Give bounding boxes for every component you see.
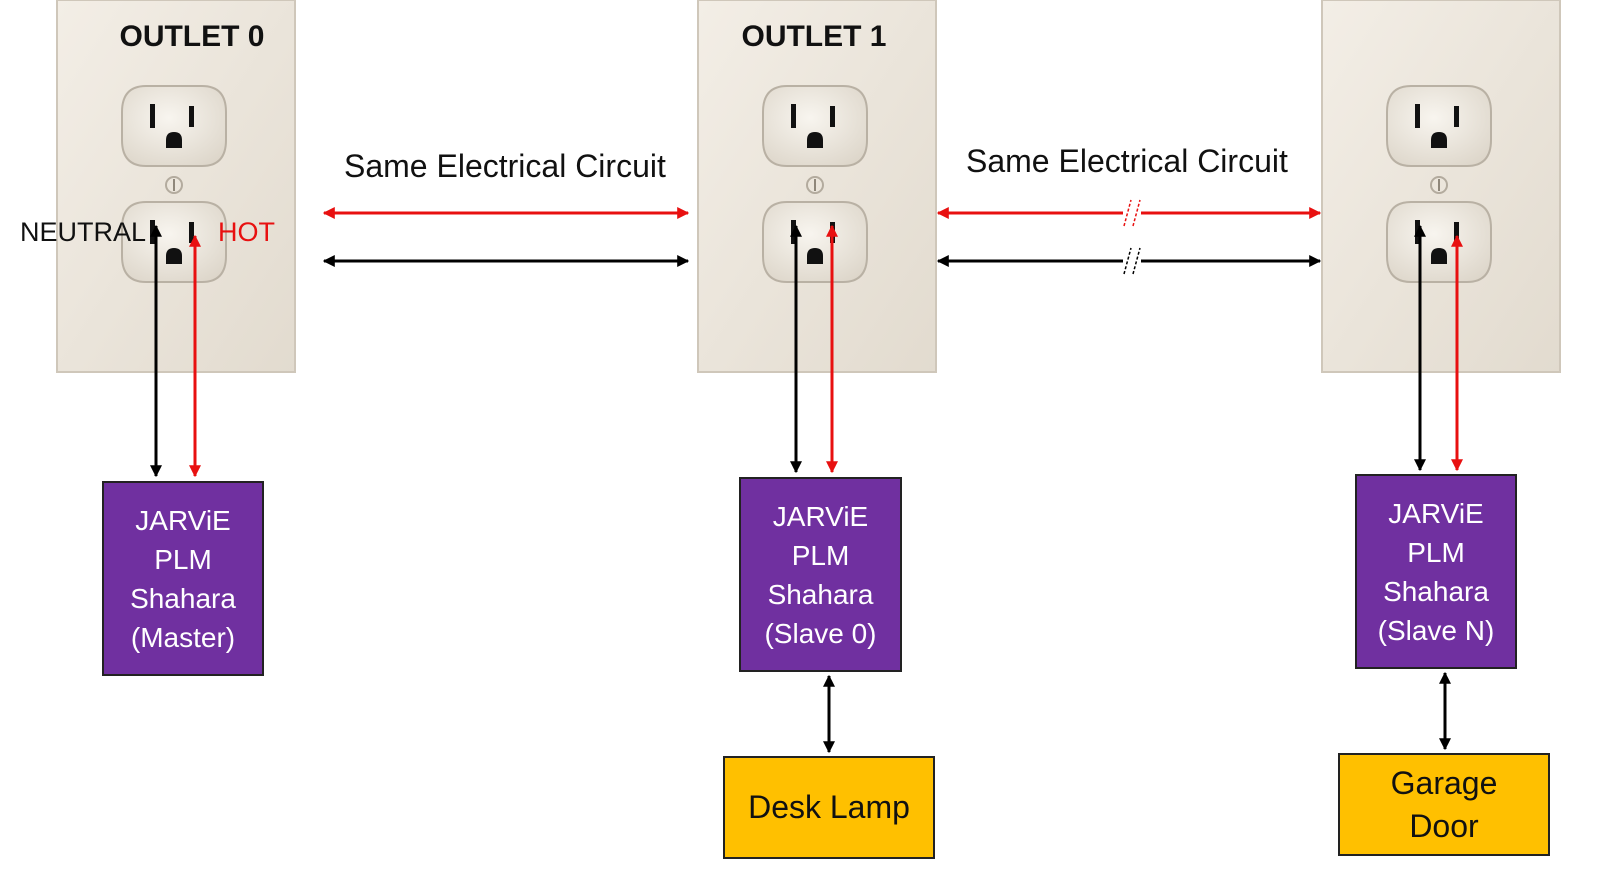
plm-slave-0-line-4: (Slave 0) <box>764 617 877 649</box>
hot-label: HOT <box>218 217 275 247</box>
desk-lamp-box: Desk Lamp <box>723 756 935 859</box>
hot-break-mark <box>1123 199 1141 227</box>
plm-slave-n-line-2: PLM <box>1407 536 1465 568</box>
plm-slave-n-line-3: Shahara <box>1383 575 1489 607</box>
outlet-1-title: OUTLET 1 <box>741 20 887 53</box>
outlet-1-plate <box>697 0 937 373</box>
garage-door-box: Garage Door <box>1338 753 1550 856</box>
neutral-break-mark <box>1123 247 1141 275</box>
circuit-label-1-n: Same Electrical Circuit <box>966 143 1288 179</box>
plm-master-box: JARViE PLM Shahara (Master) <box>102 481 264 676</box>
plm-slave-0-line-1: JARViE <box>772 500 869 532</box>
plm-master-line-4: (Master) <box>130 621 236 653</box>
neutral-label: NEUTRAL <box>20 217 147 247</box>
plm-slave-n-box: JARViE PLM Shahara (Slave N) <box>1355 474 1517 669</box>
plm-master-line-1: JARViE <box>135 504 231 536</box>
circuit-label-0-1: Same Electrical Circuit <box>344 148 666 184</box>
garage-door-line-1: Garage <box>1390 764 1498 801</box>
plm-slave-0-line-3: Shahara <box>767 578 874 610</box>
plm-slave-n-line-4: (Slave N) <box>1377 614 1495 646</box>
plm-slave-n-line-1: JARViE <box>1388 497 1484 529</box>
plm-master-line-3: Shahara <box>130 582 236 614</box>
outlet-0-title: OUTLET 0 <box>119 20 265 53</box>
plm-slave-0-box: JARViE PLM Shahara (Slave 0) <box>739 477 902 672</box>
outlet-n-plate <box>1321 0 1561 373</box>
plm-slave-0-line-2: PLM <box>791 539 850 571</box>
plm-master-line-2: PLM <box>154 543 212 575</box>
outlet-0-plate <box>56 0 296 373</box>
garage-door-line-2: Door <box>1409 807 1479 844</box>
desk-lamp-label: Desk Lamp <box>748 789 910 825</box>
